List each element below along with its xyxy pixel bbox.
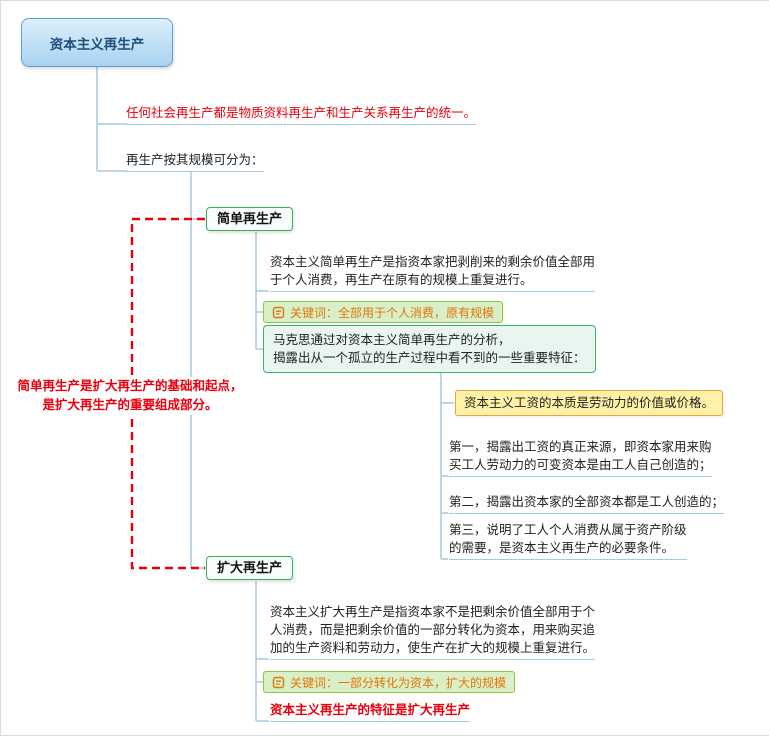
keyword-label: 关键词：全部用于个人消费，原有规模 xyxy=(290,305,495,320)
analysis-point-3[interactable]: 第三，说明了工人个人消费从属于资产阶级 的需要，是资本主义再生产的必要条件。 xyxy=(449,521,687,560)
keyword-icon xyxy=(272,306,285,319)
keyword-label: 关键词：一部分转化为资本，扩大的规模 xyxy=(290,675,507,690)
note-unity[interactable]: 任何社会再生产都是物质资料再生产和生产关系再生产的统一。 xyxy=(126,104,477,125)
expanded-desc[interactable]: 资本主义扩大再生产是指资本家不是把剩余价值全部用于个 人消费，而是把剩余价值的一… xyxy=(270,603,596,660)
relation-note[interactable]: 简单再生产是扩大再生产的基础和起点， 是扩大再生产的重要组成部分。 xyxy=(5,377,255,415)
root-topic[interactable]: 资本主义再生产 xyxy=(21,18,173,67)
simple-reproduction-topic[interactable]: 简单再生产 xyxy=(206,207,294,231)
wage-essence-note[interactable]: 资本主义工资的本质是劳动力的价值或价格。 xyxy=(455,390,724,416)
note-scale-intro[interactable]: 再生产按其规模可分为： xyxy=(126,151,264,172)
expanded-reproduction-topic[interactable]: 扩大再生产 xyxy=(206,556,294,580)
simple-analysis[interactable]: 马克思通过对资本主义简单再生产的分析， 揭露出从一个孤立的生产过程中看不到的一些… xyxy=(263,325,596,373)
expanded-keyword[interactable]: 关键词：一部分转化为资本，扩大的规模 xyxy=(263,671,516,693)
simple-keyword[interactable]: 关键词：全部用于个人消费，原有规模 xyxy=(263,301,504,323)
analysis-point-1[interactable]: 第一，揭露出工资的真正来源，即资本家用来购 买工人劳动力的可变资本是由工人自己创… xyxy=(449,438,712,477)
analysis-point-2[interactable]: 第二，揭露出资本家的全部资本都是工人创造的； xyxy=(449,493,725,514)
expanded-feature-note[interactable]: 资本主义再生产的特征是扩大再生产 xyxy=(270,701,471,722)
keyword-icon xyxy=(272,676,285,689)
simple-desc[interactable]: 资本主义简单再生产是指资本家把剥削来的剩余价值全部用 于个人消费，再生产在原有的… xyxy=(270,253,596,292)
